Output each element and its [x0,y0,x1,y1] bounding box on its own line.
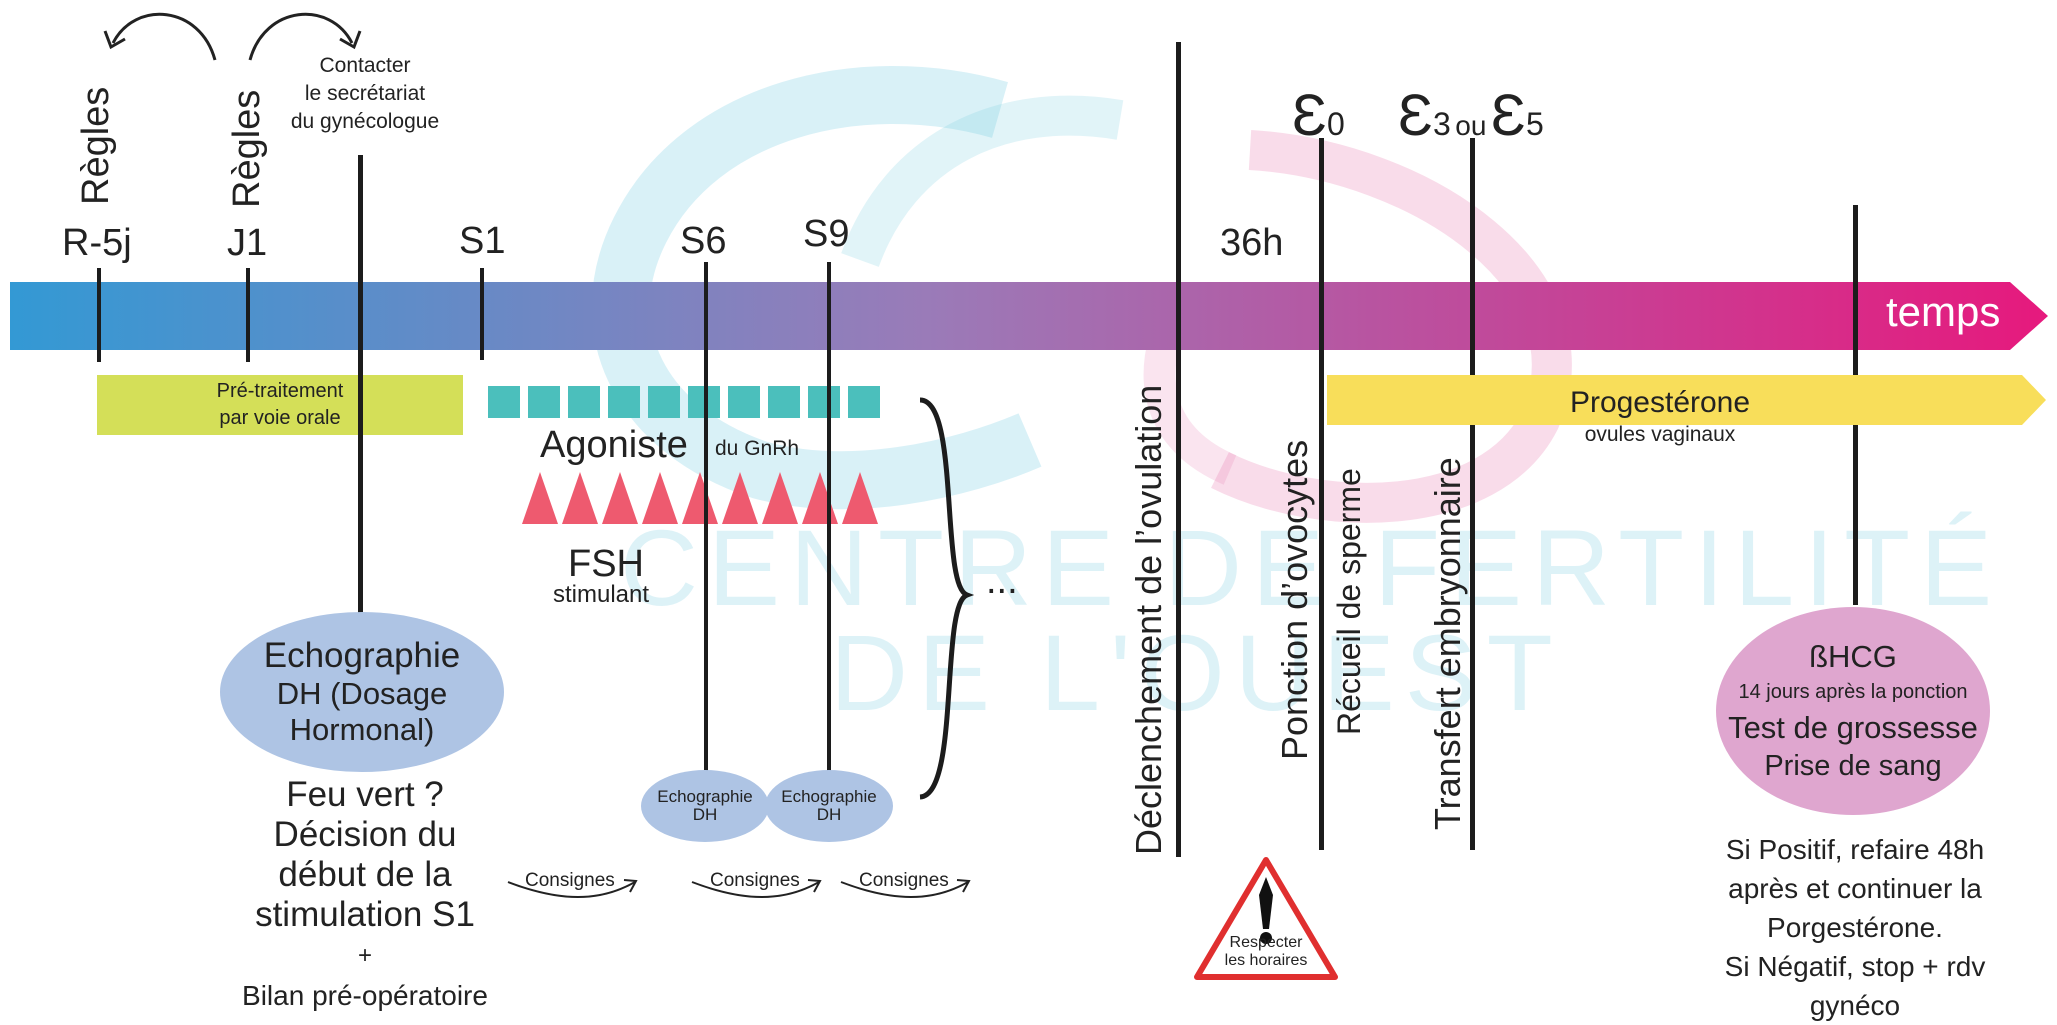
bhcg-line2: Test de grossesse [1728,710,1978,745]
contact-line: du gynécologue [290,110,440,133]
contact-line: Contacter [319,54,411,77]
echographie-s6-ellipse: Echographie DH [641,770,769,842]
epsilon-5-sub: 5 [1525,106,1544,142]
result-line: gynéco [1809,990,1901,1021]
agonist-dose [768,386,800,418]
ellipsis-text: ... [986,560,1018,602]
progesterone-sub: ovules vaginaux [1584,423,1736,446]
tick-label-r5j: R-5j [62,222,132,264]
warning-line1: Respecter [1229,934,1303,951]
echographie-main-line2: DH (Dosage [276,676,448,711]
epsilon-0-label: Ɛ0 [1292,82,1345,149]
epsilon-3-5-label: Ɛ3 ou Ɛ5 [1398,82,1544,149]
consignes-label-3: Consignes [859,870,949,891]
agonist-dose [848,386,880,418]
bhcg-line1: 14 jours après la ponction [1738,681,1968,703]
tick-j1 [246,268,250,362]
progesterone-label: Progestérone [1569,386,1751,419]
tick-label-36h: 36h [1220,222,1284,264]
warning-text: Respecter les horaires [1192,934,1340,970]
epsilon-3-symbol: Ɛ [1398,83,1434,148]
echographie-s6-line2: DH [692,805,718,824]
result-line: Si Négatif, stop + rdv [1724,951,1986,982]
epsilon-0-symbol: Ɛ [1292,83,1328,148]
agonist-sub: du GnRh [715,437,800,460]
pretreatment-line1: Pré-traitement [216,380,344,402]
curved-arrow-forward-icon [248,12,362,61]
tick-label-s9: S9 [803,213,850,255]
bhcg-title: ßHCG [1809,639,1897,674]
result-line: Si Positif, refaire 48h [1725,834,1985,865]
epsilon-0-sub: 0 [1327,106,1345,142]
bilan-text: Bilan pré-opératoire [242,980,488,1011]
fsh-label: FSH [568,543,644,585]
echographie-s9-ellipse: Echographie DH [765,770,893,842]
pretreatment-bar: Pré-traitement par voie orale [97,375,463,435]
echographie-main-ellipse: Echographie DH (Dosage Hormonal) [220,612,504,772]
pretreatment-line2: par voie orale [219,407,341,429]
tick-label-j1: J1 [227,222,268,264]
feu-vert-text: Feu vert ? Décision du début de la stimu… [200,775,530,935]
line-s9 [827,262,831,772]
tick-r5j [97,268,101,362]
agonist-dose [528,386,560,418]
line-ponction [1319,138,1324,850]
curved-arrow-back-icon [103,12,217,61]
agonist-label: Agoniste [540,424,688,466]
agonist-dose [608,386,640,418]
epsilon-5-symbol: Ɛ [1490,83,1526,148]
agonist-dose [808,386,840,418]
line-s6 [704,262,708,772]
warning-line2: les horaires [1224,952,1308,969]
warning-triangle-icon [1194,857,1338,980]
agonist-dose [648,386,680,418]
consignes-label-1: Consignes [525,870,615,891]
feu-vert-line: stimulation S1 [255,895,475,934]
echographie-main-line1: Echographie [263,636,461,675]
tick-label-s1: S1 [459,220,506,262]
feu-vert-line: début de la [278,855,452,894]
result-text: Si Positif, refaire 48h après et continu… [1680,830,2030,1025]
bhcg-line3: Prise de sang [1764,750,1942,782]
feu-vert-line: Feu vert ? [286,775,444,814]
tick-s1 [480,268,484,360]
line-transfert [1470,138,1475,850]
contact-secretariat-text: Contacter le secrétariat du gynécologue [265,52,465,136]
line-echographie-main [358,155,363,615]
consignes-label-2: Consignes [710,870,800,891]
echographie-s9-line2: DH [816,805,842,824]
result-line: Porgestérone. [1767,912,1943,943]
fsh-sub: stimulant [553,581,650,608]
agonist-dose [728,386,760,418]
tick-label-s6: S6 [680,220,727,262]
timeline-label: temps [1886,288,2001,335]
line-declenchement [1176,42,1181,857]
plus-sign: + [357,942,372,969]
feu-vert-line: Décision du [273,815,457,854]
epsilon-3-sub: 3 [1433,106,1451,142]
agonist-dose [568,386,600,418]
result-line: après et continuer la [1728,873,1982,904]
brace-icon [919,397,975,800]
watermark-text-line1: CENTRE DE FERTILITÉ [620,507,2003,628]
bhcg-ellipse: ßHCG 14 jours après la ponction Test de … [1716,607,1990,815]
contact-line: le secrétariat [304,82,426,105]
echographie-s9-line1: Echographie [781,787,877,806]
echographie-s6-line1: Echographie [657,787,753,806]
echographie-main-line3: Hormonal) [289,712,435,747]
agonist-dose [488,386,520,418]
epsilon-ou-text: ou [1455,110,1487,141]
